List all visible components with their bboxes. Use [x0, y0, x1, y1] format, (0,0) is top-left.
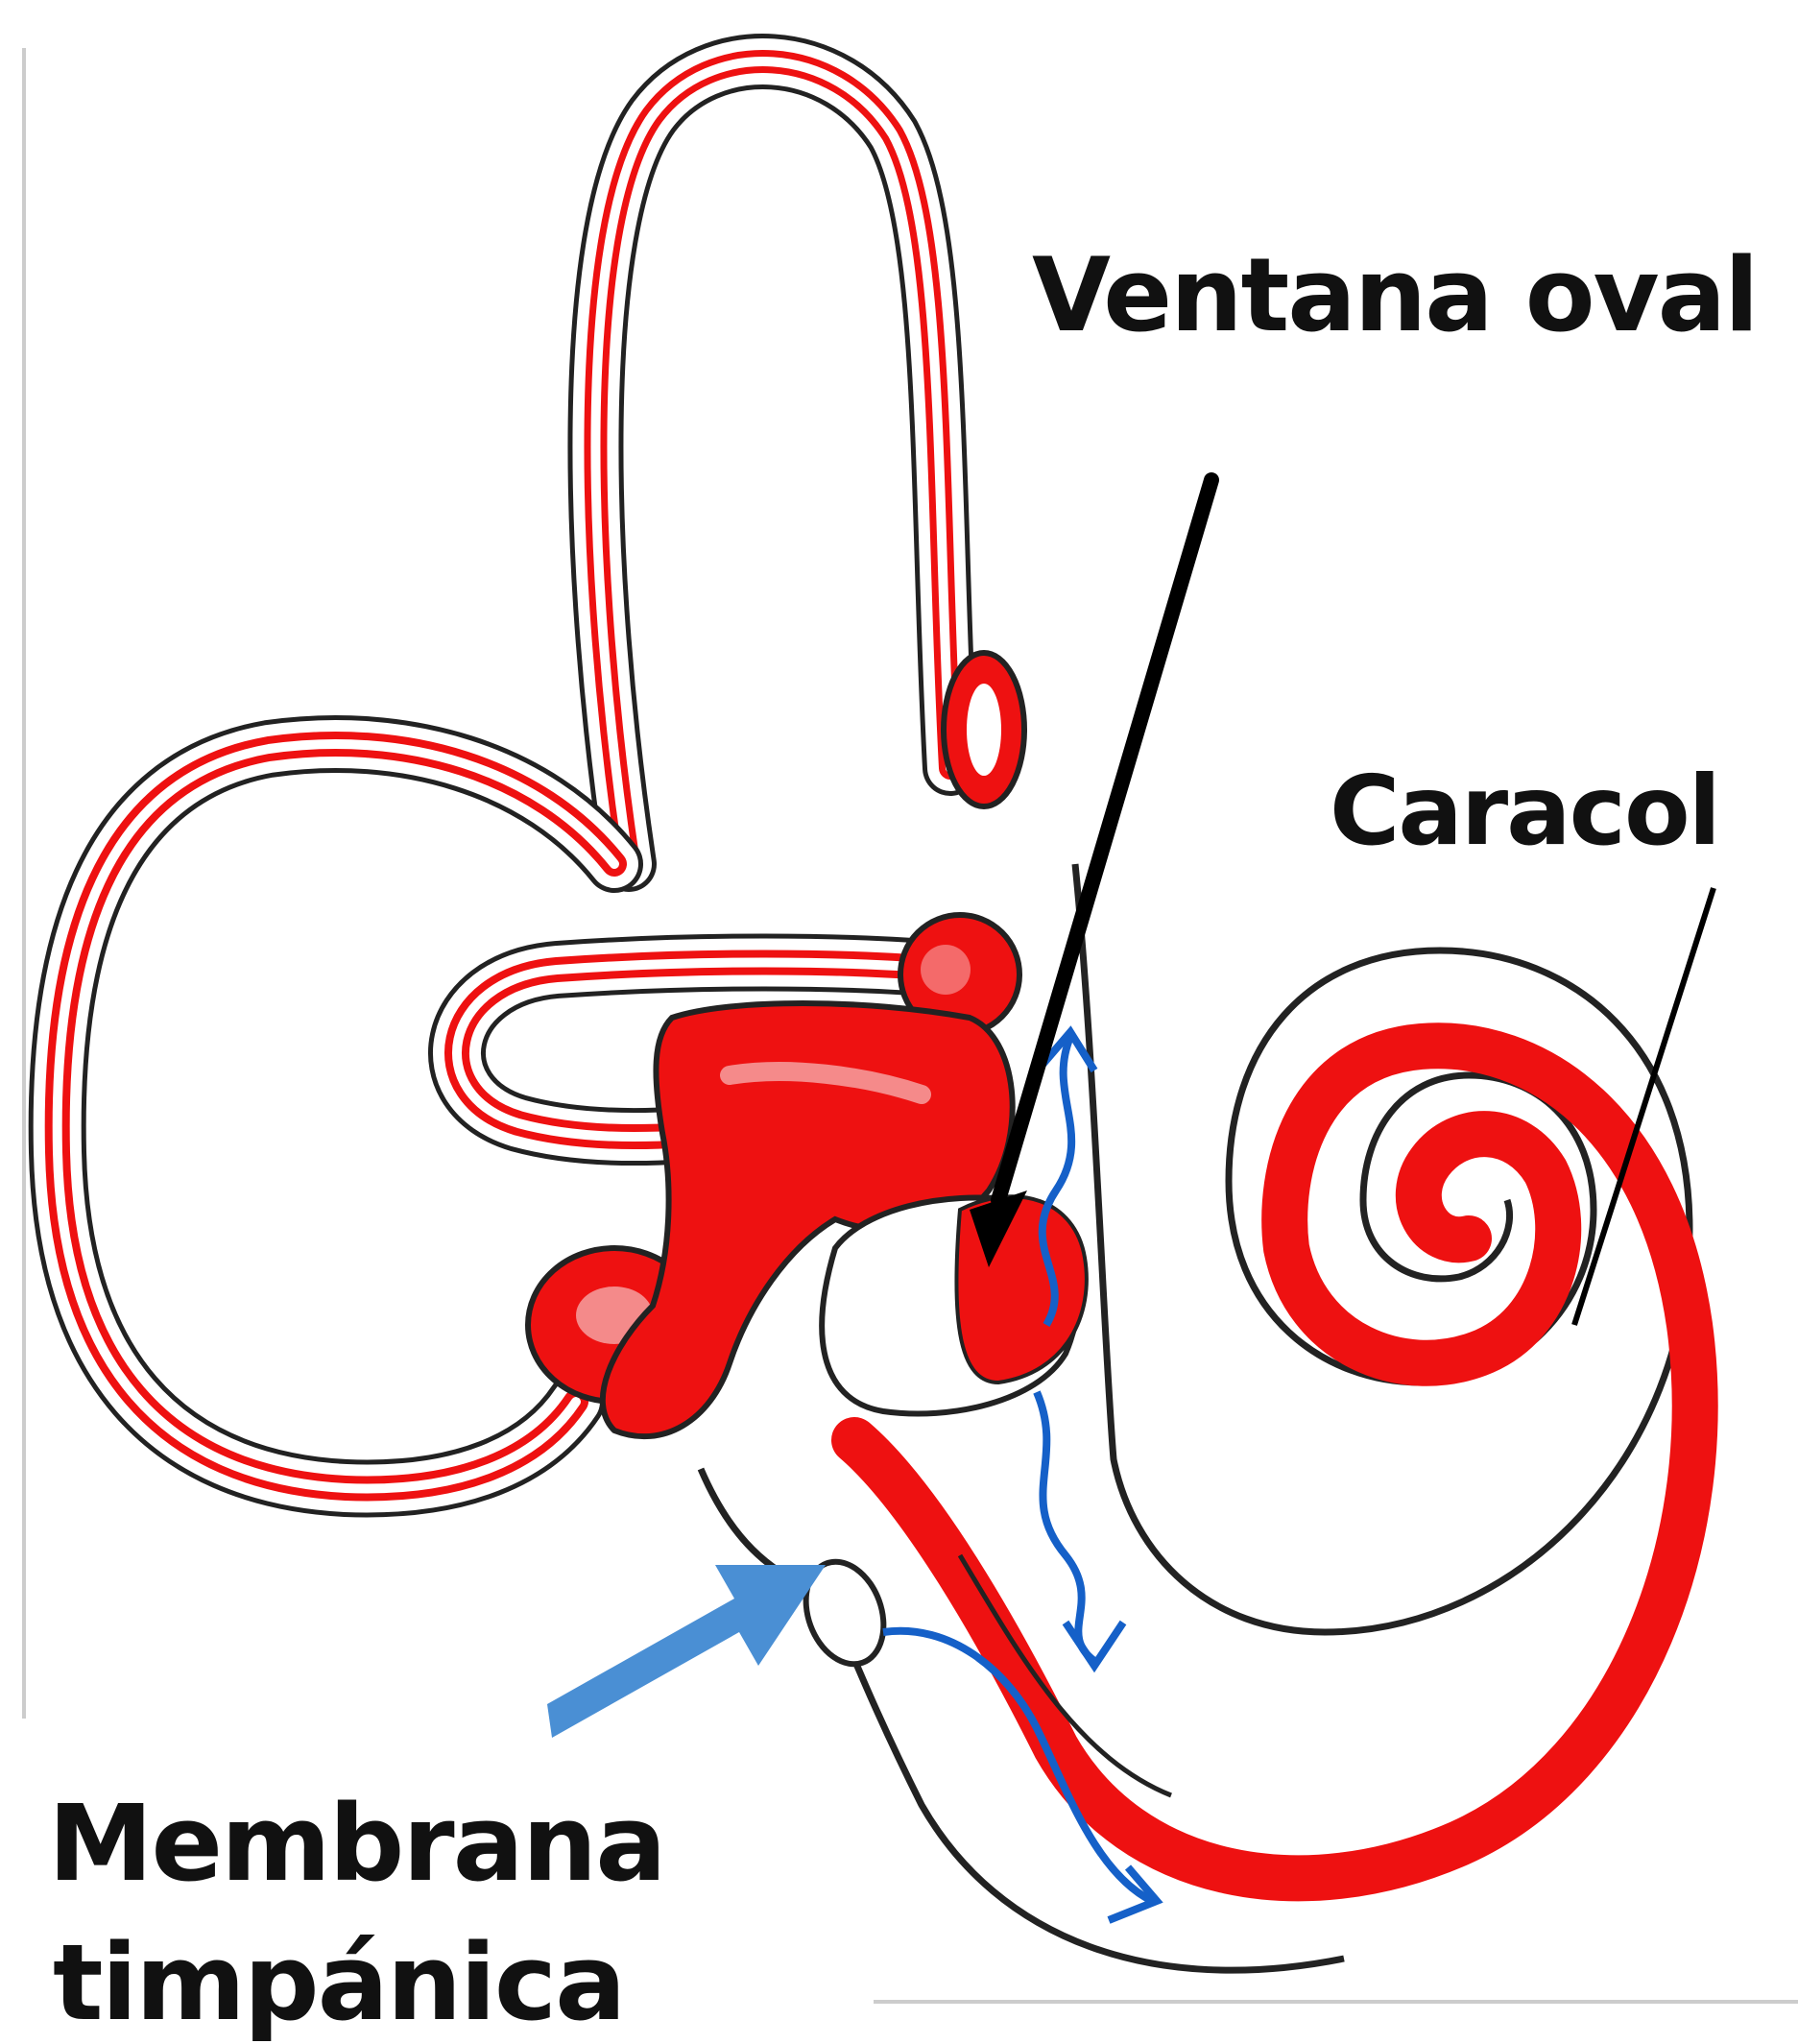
superior-semicircular-canal	[595, 61, 950, 864]
tympanic-membrane-label-line1: Membrana	[48, 1791, 664, 1896]
oval-window-label: Ventana oval	[1032, 245, 1757, 347]
cochlea-label: Caracol	[1330, 763, 1719, 859]
label-pointers	[970, 480, 1714, 1325]
sound-arrow	[547, 1565, 826, 1738]
tympanic-membrane-label-line2: timpánica	[53, 1930, 624, 2035]
oval-window	[822, 1196, 1087, 1413]
ventana-oval-pointer	[998, 480, 1211, 1200]
